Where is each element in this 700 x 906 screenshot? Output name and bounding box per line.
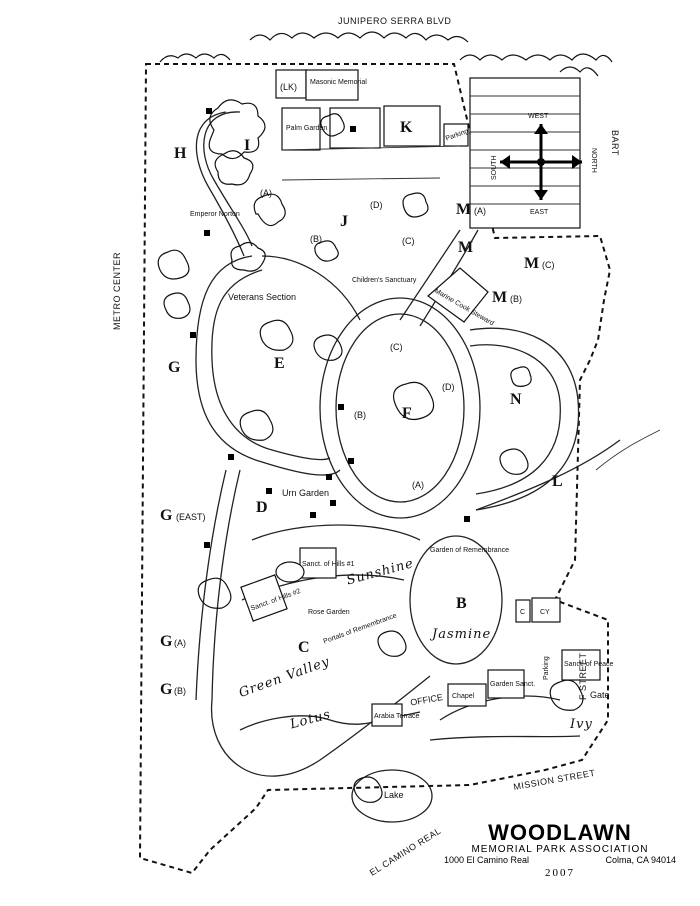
subsection-j-a: (A) (260, 188, 272, 198)
brand-name: WOODLAWN (488, 820, 632, 845)
street-metro: METRO CENTER (112, 252, 122, 330)
label-sunshine: Sunshine (345, 556, 415, 588)
section-mc: M (524, 255, 539, 272)
section-h: H (174, 145, 187, 162)
section-gb: G (160, 681, 173, 698)
label-lake: Lake (384, 790, 404, 800)
label-rose-garden: Rose Garden (308, 609, 350, 616)
section-g-east-sub: (EAST) (176, 512, 206, 522)
section-g-east: G (160, 507, 173, 524)
markers (190, 108, 470, 548)
label-arabia: Arabia Terrace (374, 713, 420, 720)
north-blocks (275, 69, 469, 181)
subsection-j-b: (B) (310, 234, 322, 244)
north-hedge (159, 31, 613, 77)
brand-subtitle: MEMORIAL PARK ASSOCIATION (471, 844, 649, 855)
section-f: F (402, 405, 412, 422)
section-j: J (340, 213, 348, 230)
trees (157, 99, 584, 803)
label-jasmine: Jasmine (429, 627, 491, 642)
subsection-f-c: (C) (390, 342, 403, 352)
section-b: B (456, 595, 467, 612)
street-f: F STREET (578, 652, 588, 700)
label-ivy: Ivy (569, 717, 593, 732)
label-sanct-peace: Sanct. of Peace (564, 661, 614, 668)
section-k: K (400, 119, 413, 136)
marine-block (427, 267, 489, 323)
subsection-f-a: (A) (412, 480, 424, 490)
section-i: I (244, 137, 250, 154)
section-lk: (LK) (280, 82, 297, 92)
street-mission: MISSION STREET (513, 768, 596, 792)
label-veterans: Veterans Section (228, 292, 296, 302)
street-bart: BART (610, 130, 620, 156)
brand-address-row: 1000 El Camino Real Colma, CA 94014 (430, 855, 690, 865)
compass-north: NORTH (590, 148, 597, 173)
label-cy-box: CY (540, 609, 550, 616)
roads (195, 111, 661, 823)
subsection-j-d: (D) (370, 200, 383, 210)
label-emperor: Emperor Norton (190, 211, 240, 218)
section-gb-sub: (B) (174, 686, 186, 696)
compass-south: SOUTH (491, 156, 498, 181)
section-mc-sub: (C) (542, 260, 555, 270)
section-g: G (168, 359, 181, 376)
label-palm-garden: Palm Garden (286, 125, 327, 132)
brand-city: Colma, CA 94014 (605, 855, 676, 865)
section-d: D (256, 499, 268, 516)
section-ga-sub: (A) (174, 638, 186, 648)
label-masonic: Masonic Memorial (310, 79, 367, 86)
label-childrens: Children's Sanctuary (352, 277, 417, 284)
label-chapel: Chapel (452, 693, 475, 700)
gate-label: Gate (590, 690, 610, 700)
label-urn-garden: Urn Garden (282, 488, 329, 498)
section-n: N (510, 391, 522, 408)
compass: WEST EAST NORTH SOUTH (491, 113, 597, 216)
section-l: L (552, 473, 563, 490)
subsection-f-b: (B) (354, 410, 366, 420)
section-ma-sub: (A) (474, 206, 486, 216)
label-lotus: Lotus (288, 707, 333, 733)
compass-west: WEST (528, 113, 549, 120)
section-mb: M (492, 289, 507, 306)
street-junipero: JUNIPERO SERRA BLVD (338, 16, 451, 26)
label-office: OFFICE (409, 692, 443, 708)
brand-address: 1000 El Camino Real (444, 855, 530, 865)
section-c: C (298, 639, 310, 656)
subsection-j-c: (C) (402, 236, 415, 246)
label-garden-sanct: Garden Sanct. (490, 681, 535, 688)
section-e: E (274, 355, 285, 372)
bart-parking-lot (469, 77, 581, 229)
label-c-box: C (520, 609, 525, 616)
label-parking: Parking (543, 656, 550, 680)
woodlawn-brand: WOODLAWN MEMORIAL PARK ASSOCIATION 1000 … (430, 820, 690, 879)
label-portals: Portals of Remembrance (323, 612, 398, 645)
brand-year: 2007 (545, 867, 575, 879)
section-ma: M (456, 201, 471, 218)
section-mb-sub: (B) (510, 294, 522, 304)
section-m: M (458, 239, 473, 256)
section-ga: G (160, 633, 173, 650)
label-green-valley: Green Valley (237, 654, 332, 701)
compass-east: EAST (530, 209, 549, 216)
subsection-f-d: (D) (442, 382, 455, 392)
label-garden-remembrance: Garden of Remembrance (430, 547, 509, 554)
label-sanct-hills-1: Sanct. of Hills #1 (302, 561, 355, 568)
office-buildings (240, 547, 601, 727)
property-boundary (138, 63, 612, 875)
